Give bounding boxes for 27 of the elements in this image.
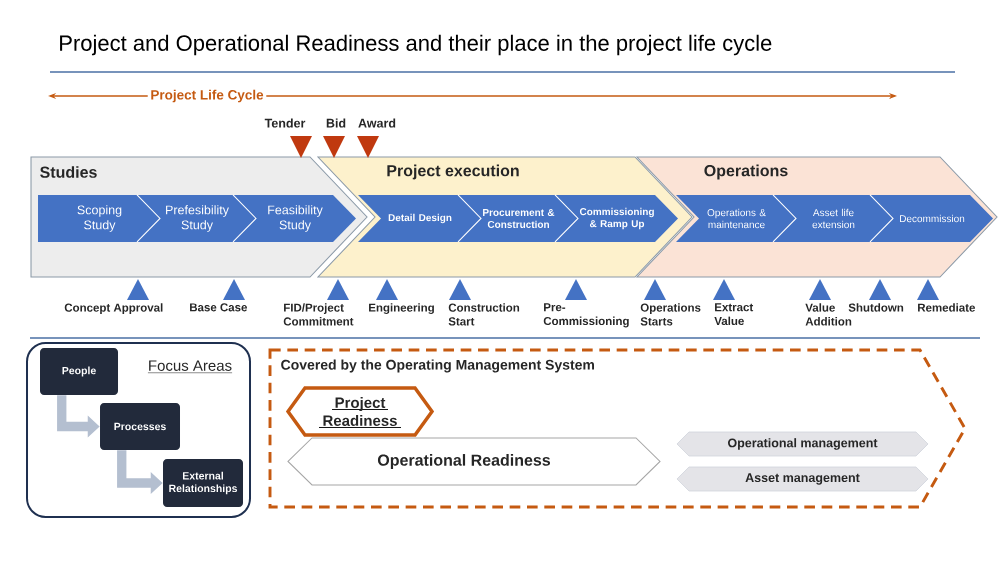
stage-label: Scoping Study [77,205,122,232]
stage-label: Detail Design [388,213,452,224]
title: Project and Operational Readiness and their place in the project life cycle [60,34,772,56]
stage-label: Prefesibility Study [166,205,229,232]
stage-label: Asset life extension [812,208,855,229]
cycle-label: Project Life Cycle [147,88,267,104]
milestone-label: Operations Starts [640,303,701,326]
milestone-label: Construction Start [448,303,520,326]
milestone-label: Award [358,118,396,128]
milestone-label: Base Case [190,303,247,312]
stage-label: Operations & maintenance [707,208,766,229]
focus-box: People [40,348,118,395]
milestone-label: Extract Value [714,303,754,326]
milestone-label: Tender [264,118,306,128]
milestone-label: Concept Approval [64,303,163,314]
management-band: Asset management [676,466,929,492]
stage-label: Decommission [900,214,965,223]
focus-box: Processes [100,403,180,450]
milestone-label: Engineering [369,303,434,315]
milestone-label: Pre-Commissioning [543,303,629,328]
milestone-label: Remediate [918,303,975,312]
stage-label: Procurement & Construction [483,209,555,228]
milestone-label: FID/Project Commitment [283,303,354,326]
management-band: Operational management [676,431,929,457]
readiness-band: Operational Readiness [287,437,661,486]
focus-box: External Relationships [163,459,243,507]
milestone-label: Bid [326,118,346,128]
